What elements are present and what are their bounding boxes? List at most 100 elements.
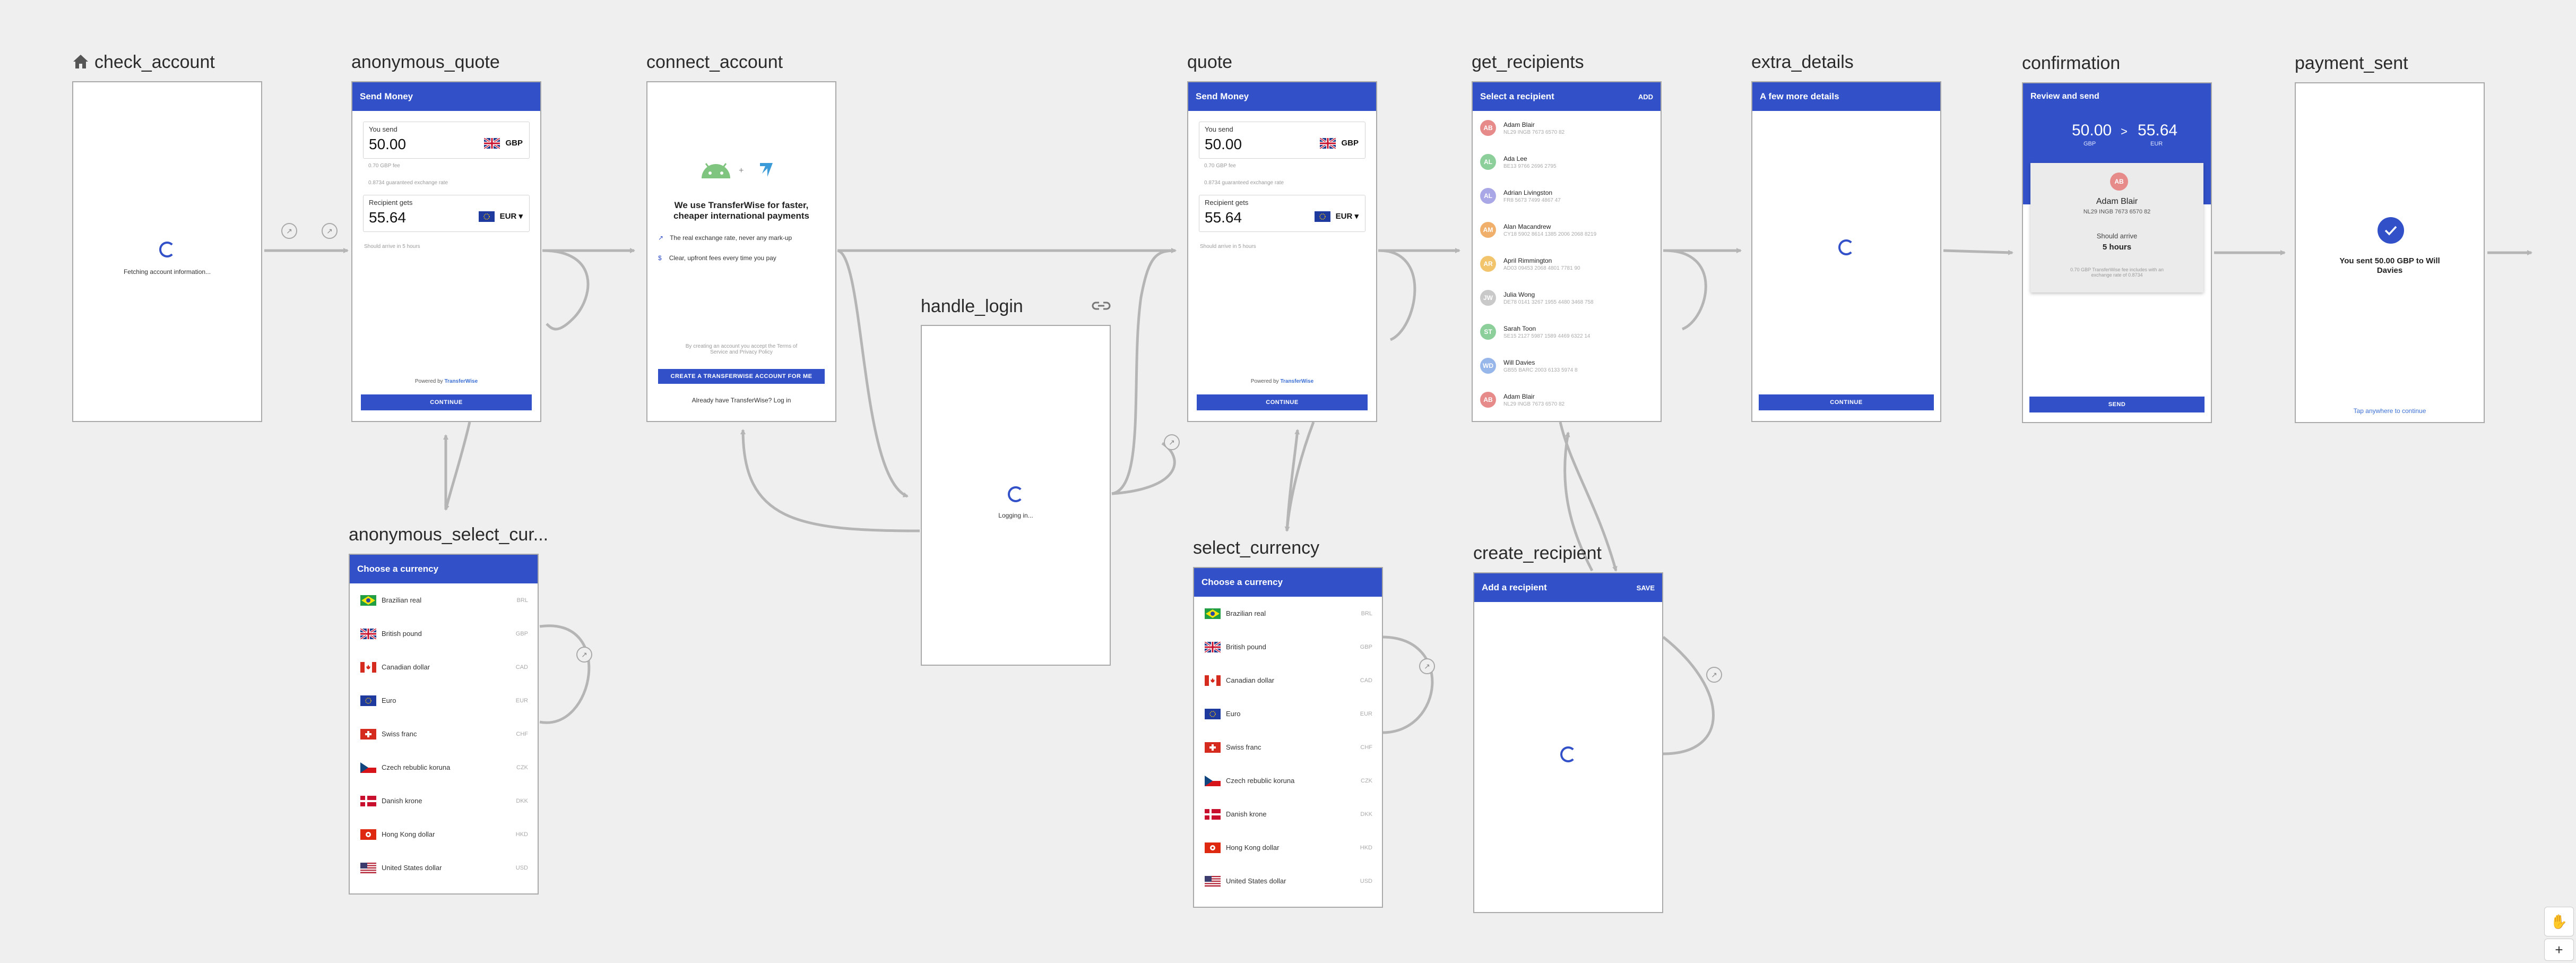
link-icon[interactable]: ↗	[322, 223, 338, 239]
app-bar: Choose a currency	[1194, 568, 1382, 597]
screen-connect-account[interactable]: + We use TransferWise for faster, cheape…	[646, 81, 836, 422]
currency-row[interactable]: Canadian dollar CAD	[350, 650, 538, 684]
screen-check-account[interactable]: Fetching account information...	[72, 81, 262, 422]
currency-code: CAD	[515, 664, 528, 670]
recipient-gets-field[interactable]: Recipient gets 55.64 EUR ▾	[1199, 195, 1365, 232]
recipient-card: AB Adam Blair NL29 INGB 7673 6570 82 Sho…	[2030, 163, 2203, 293]
link-icon[interactable]: ↗	[1706, 667, 1722, 683]
screen-handle-login[interactable]: Logging in...	[921, 325, 1111, 666]
app-bar: Add a recipient SAVE	[1474, 573, 1662, 602]
receive-amount: 55.64	[2138, 122, 2178, 139]
add-button[interactable]: ADD	[1638, 92, 1653, 101]
screen-extra-details[interactable]: A few more details CONTINUE	[1751, 81, 1941, 422]
zoom-in-button[interactable]: +	[2544, 939, 2574, 961]
powered-by: Powered by TransferWise	[1250, 379, 1314, 384]
recipient-account: FR8 5673 7499 4867 47	[1503, 197, 1561, 203]
link-icon[interactable]: ↗	[1419, 658, 1435, 674]
transferwise-logo: TransferWise	[1280, 379, 1314, 384]
edge-extra-to-confirm	[1943, 249, 2013, 255]
currency-code: CHF	[516, 730, 528, 737]
link-icon[interactable]: ↗	[1164, 434, 1180, 450]
send-button[interactable]: SEND	[2029, 397, 2205, 412]
screen-create-recipient[interactable]: Add a recipient SAVE	[1473, 572, 1663, 913]
avatar: AR	[1480, 256, 1496, 272]
screen-anonymous-quote[interactable]: Send Money You send 50.00 GBP 0.70 GBP f…	[351, 81, 541, 422]
node-title-payment-sent: payment_sent	[2295, 53, 2408, 73]
screen-confirmation[interactable]: Review and send 50.00 GBP > 55.64 EUR AB…	[2022, 82, 2212, 423]
arrival-text: Should arrive in 5 hours	[364, 244, 420, 250]
recipient-account: BE13 9766 2696 2795	[1503, 163, 1557, 169]
currency-name: British pound	[1226, 643, 1266, 651]
screen-payment-sent[interactable]: You sent 50.00 GBP to Will Davies Tap an…	[2295, 82, 2485, 423]
edge-anon-to-select	[444, 422, 471, 511]
currency-name: Brazilian real	[1226, 609, 1266, 617]
check-circle-icon	[2378, 217, 2404, 244]
recipient-gets-field[interactable]: Recipient gets 55.64 EUR ▾	[363, 195, 530, 232]
edge-quote-loop	[1378, 249, 1416, 341]
link-icon[interactable]: ↗	[576, 647, 592, 663]
link-icon[interactable]: ↗	[281, 223, 297, 239]
continue-button[interactable]: CONTINUE	[361, 394, 532, 410]
node-title-create-recipient: create_recipient	[1473, 543, 1602, 563]
currency-name: Czech rebublic koruna	[382, 763, 451, 771]
avatar: AM	[1480, 222, 1496, 238]
you-send-field[interactable]: You send 50.00 GBP	[1199, 122, 1365, 159]
recipient-name: Will Davies	[1503, 358, 1535, 366]
currency-name: Canadian dollar	[382, 663, 430, 671]
hand-tool-button[interactable]: ✋	[2544, 907, 2574, 936]
app-bar-title: Review and send	[2030, 92, 2099, 101]
screen-quote[interactable]: Send Money You send 50.00 GBP 0.70 GBP f…	[1187, 81, 1377, 422]
brazil-flag-icon	[360, 595, 376, 606]
currency-code: HKD	[1360, 844, 1372, 851]
canada-flag-icon	[1205, 675, 1221, 686]
continue-button[interactable]: CONTINUE	[1759, 394, 1934, 410]
node-title-anonymous-quote: anonymous_quote	[351, 52, 500, 72]
link-icon[interactable]	[1092, 296, 1111, 318]
continue-button[interactable]: CONTINUE	[1197, 394, 1368, 410]
edge-recipients-to-create	[1559, 422, 1618, 572]
tap-to-continue[interactable]: Tap anywhere to continue	[2353, 407, 2426, 415]
currency-name: Swiss franc	[1226, 743, 1261, 751]
create-account-button[interactable]: CREATE A TRANSFERWISE ACCOUNT FOR ME	[658, 369, 825, 384]
currency-name: Canadian dollar	[1226, 676, 1275, 684]
uk-flag-icon	[1319, 137, 1337, 150]
save-button[interactable]: SAVE	[1636, 583, 1655, 592]
avatar: AL	[1480, 188, 1496, 204]
edge-connect-to-login	[837, 249, 909, 498]
arrival-time: 5 hours	[2102, 243, 2132, 252]
login-link[interactable]: Already have TransferWise? Log in	[691, 397, 791, 404]
edge-select2-loop	[1382, 635, 1434, 734]
you-send-field[interactable]: You send 50.00 GBP	[363, 122, 530, 159]
